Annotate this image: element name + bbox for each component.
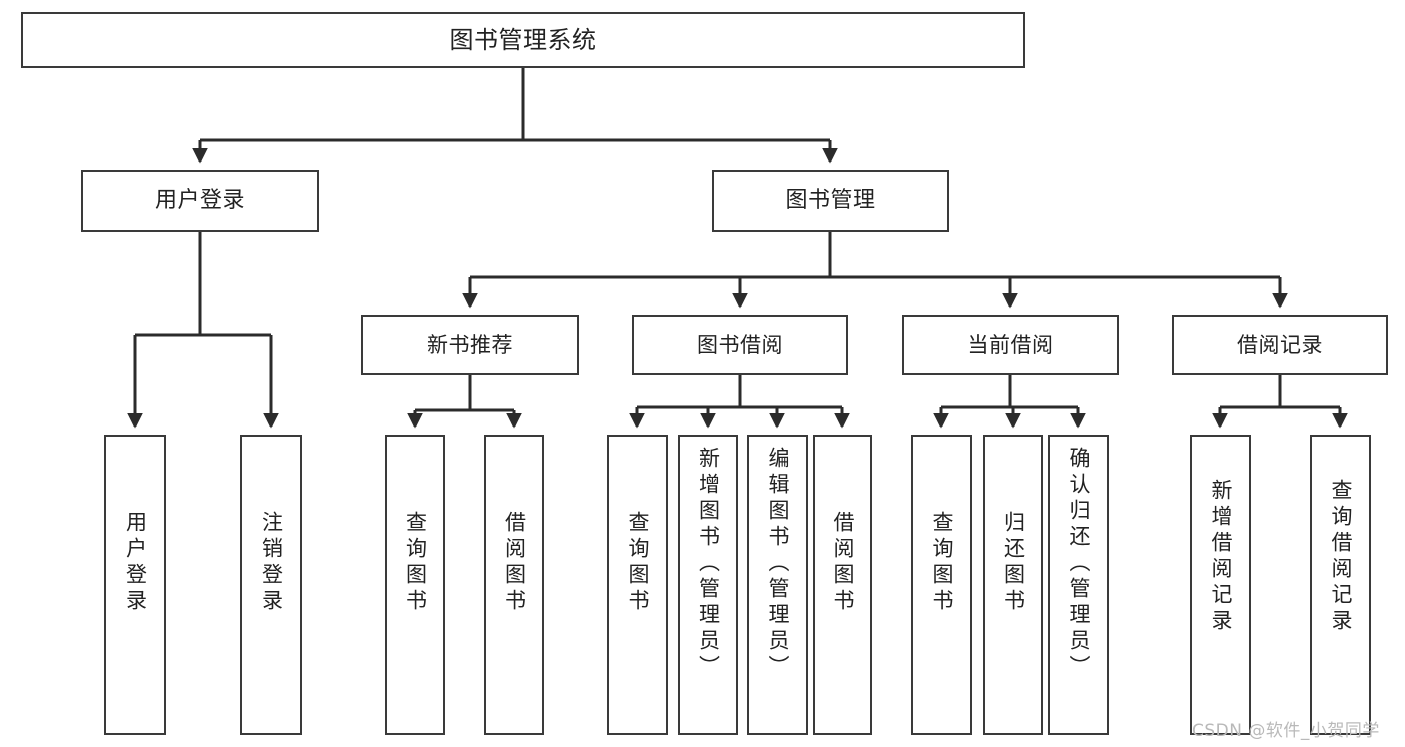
leaf-current-confirm-return-admin[interactable]: 确认归还（管理员） xyxy=(1048,435,1109,735)
leaf-borrow-query-book[interactable]: 查询图书 xyxy=(607,435,668,735)
leaf-logout-login[interactable]: 注销登录 xyxy=(240,435,302,735)
leaf-borrow-edit-book-admin[interactable]: 编辑图书（管理员） xyxy=(747,435,808,735)
node-label: 当前借阅 xyxy=(967,332,1054,357)
leaf-current-return-book[interactable]: 归还图书 xyxy=(983,435,1043,735)
node-root-system[interactable]: 图书管理系统 xyxy=(21,12,1025,68)
node-label: 编辑图书（管理员） xyxy=(766,447,790,681)
node-label: 图书管理系统 xyxy=(449,25,597,54)
leaf-user-login[interactable]: 用户登录 xyxy=(104,435,166,735)
node-label: 新增图书（管理员） xyxy=(696,447,721,681)
leaf-borrow-borrow-book[interactable]: 借阅图书 xyxy=(813,435,872,735)
leaf-newbook-borrow-book[interactable]: 借阅图书 xyxy=(484,435,544,735)
node-label: 注销登录 xyxy=(259,511,284,615)
node-label: 用户登录 xyxy=(154,188,245,214)
leaf-record-query-borrow-record[interactable]: 查询借阅记录 xyxy=(1310,435,1371,735)
node-label: 查询图书 xyxy=(403,511,428,615)
node-label: 借阅图书 xyxy=(502,511,527,615)
node-label: 新增借阅记录 xyxy=(1209,479,1233,635)
node-user-login[interactable]: 用户登录 xyxy=(81,170,319,232)
node-book-borrow[interactable]: 图书借阅 xyxy=(632,315,848,375)
leaf-newbook-query-book[interactable]: 查询图书 xyxy=(385,435,445,735)
node-book-management[interactable]: 图书管理 xyxy=(712,170,949,232)
node-current-borrow[interactable]: 当前借阅 xyxy=(902,315,1119,375)
node-label: 借阅图书 xyxy=(831,511,855,615)
node-label: 用户登录 xyxy=(123,511,148,615)
node-label: 图书管理 xyxy=(785,188,876,214)
node-label: 查询图书 xyxy=(626,511,650,615)
leaf-borrow-add-book-admin[interactable]: 新增图书（管理员） xyxy=(678,435,738,735)
node-new-book-recommend[interactable]: 新书推荐 xyxy=(361,315,579,375)
leaf-current-query-book[interactable]: 查询图书 xyxy=(911,435,972,735)
node-label: 归还图书 xyxy=(1001,511,1026,615)
node-label: 新书推荐 xyxy=(427,332,513,357)
leaf-record-add-borrow-record[interactable]: 新增借阅记录 xyxy=(1190,435,1251,735)
node-label: 查询借阅记录 xyxy=(1329,479,1353,635)
node-label: 查询图书 xyxy=(930,511,954,615)
node-borrow-record[interactable]: 借阅记录 xyxy=(1172,315,1388,375)
node-label: 借阅记录 xyxy=(1237,332,1323,357)
node-label: 图书借阅 xyxy=(697,332,783,357)
node-label: 确认归还（管理员） xyxy=(1067,447,1091,681)
